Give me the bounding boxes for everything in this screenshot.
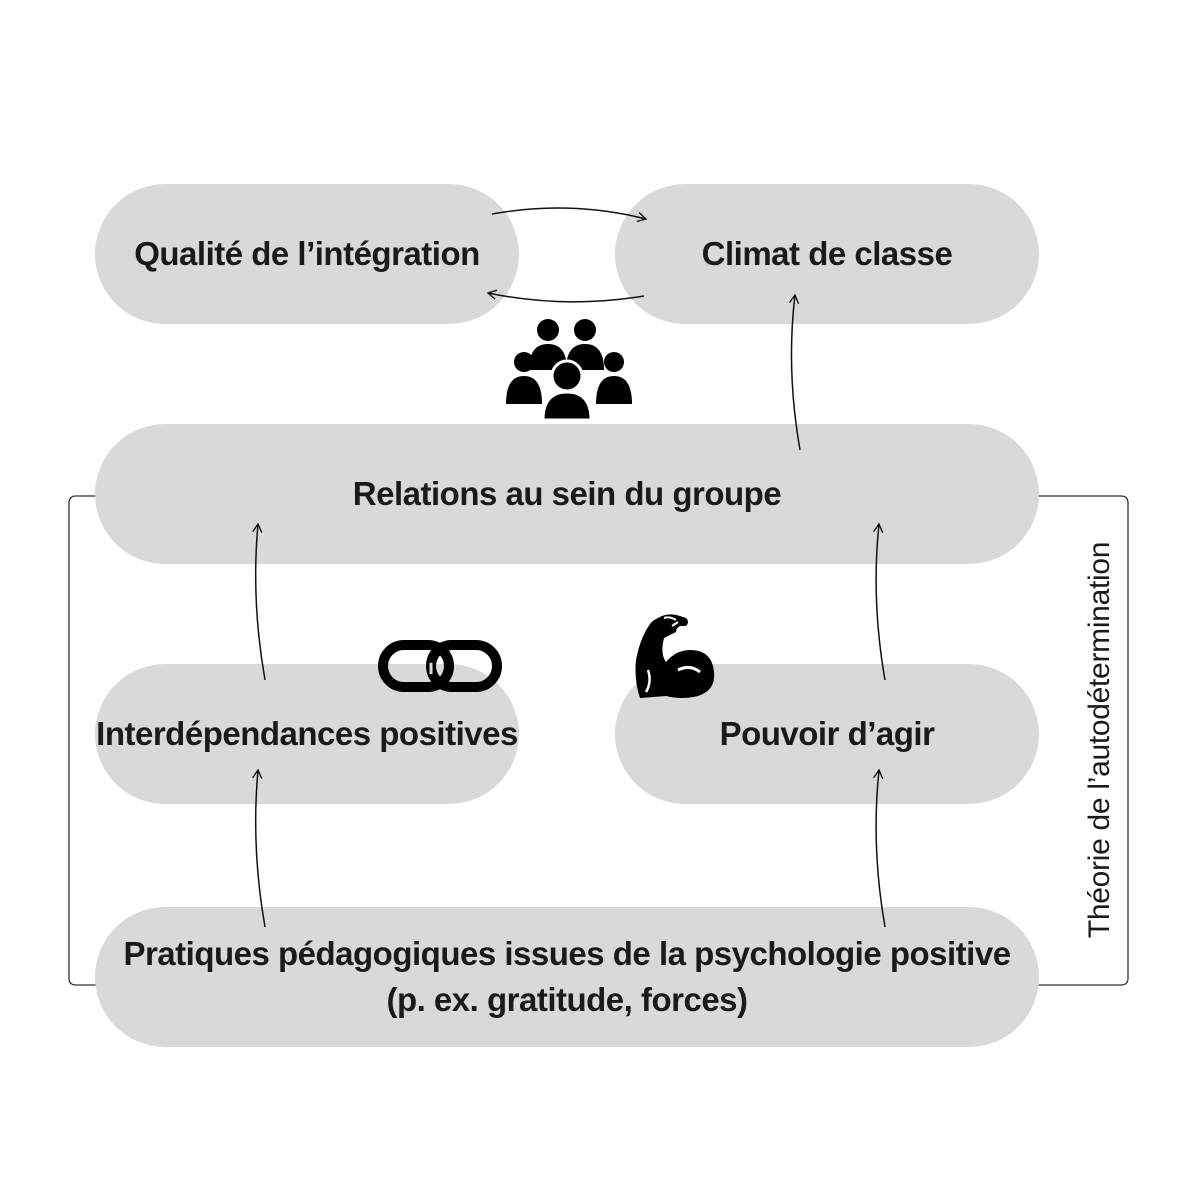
relations-groupe-box: Relations au sein du groupe: [95, 424, 1039, 564]
pratiques-pedagogiques-box: Pratiques pédagogiques issues de la psyc…: [95, 907, 1039, 1047]
interdependances-label: Interdépendances positives: [96, 714, 518, 752]
theorie-autodetermination-label: Théorie de l’autodétermination: [1083, 541, 1116, 939]
flexed-biceps-icon: [635, 614, 715, 698]
arrow-qualite-to-climat: [491, 207, 648, 223]
climat-classe-label: Climat de classe: [701, 234, 953, 272]
chain-link-icon: [378, 640, 502, 692]
pratiques-label-line1: Pratiques pédagogiques issues de la psyc…: [123, 934, 1011, 972]
pouvoir-agir-label: Pouvoir d’agir: [719, 714, 935, 752]
climat-classe-box: Climat de classe: [615, 184, 1039, 324]
qualite-integration-label: Qualité de l’intégration: [134, 234, 480, 272]
relations-groupe-label: Relations au sein du groupe: [352, 474, 782, 512]
group-icon: [506, 319, 632, 420]
qualite-integration-box: Qualité de l’intégration: [95, 184, 519, 324]
pouvoir-agir-box: Pouvoir d’agir: [615, 664, 1039, 804]
arrow-climat-to-qualite: [486, 289, 645, 303]
pratiques-label-line2: (p. ex. gratitude, forces): [386, 981, 748, 1018]
